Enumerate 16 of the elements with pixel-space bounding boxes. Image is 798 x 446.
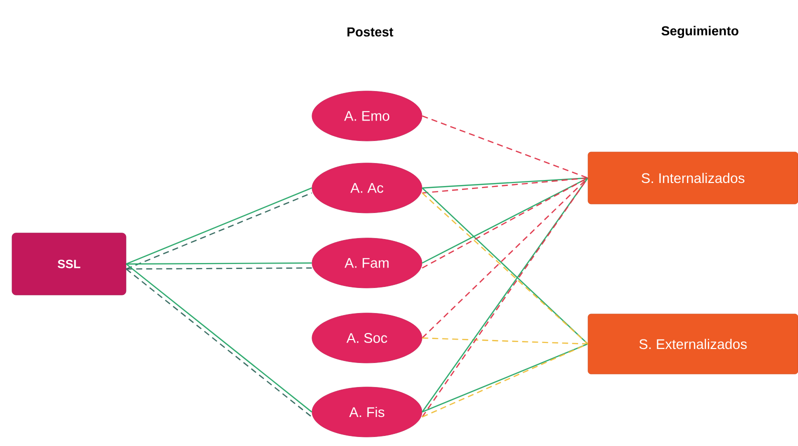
connector-line: [422, 177, 588, 189]
connector-line: [126, 267, 312, 270]
connector-line: [422, 115, 588, 179]
ellipse-node: A. Soc: [312, 312, 422, 364]
connector-line: [126, 262, 312, 265]
column-heading: Seguimiento: [662, 26, 738, 38]
column-heading: Postest: [347, 27, 394, 36]
process-box: SSL: [12, 232, 126, 296]
connector-line: [422, 337, 588, 345]
ellipse-node: A. Fis: [312, 386, 422, 438]
result-box: S. Internalizados: [588, 152, 798, 204]
connector-line: [422, 177, 588, 194]
ellipse-node: A. Fam: [312, 238, 422, 288]
result-box: S. Externalizados: [588, 314, 798, 374]
ellipse-node: A. Emo: [312, 90, 422, 142]
ellipse-node: A. Ac: [312, 162, 422, 214]
